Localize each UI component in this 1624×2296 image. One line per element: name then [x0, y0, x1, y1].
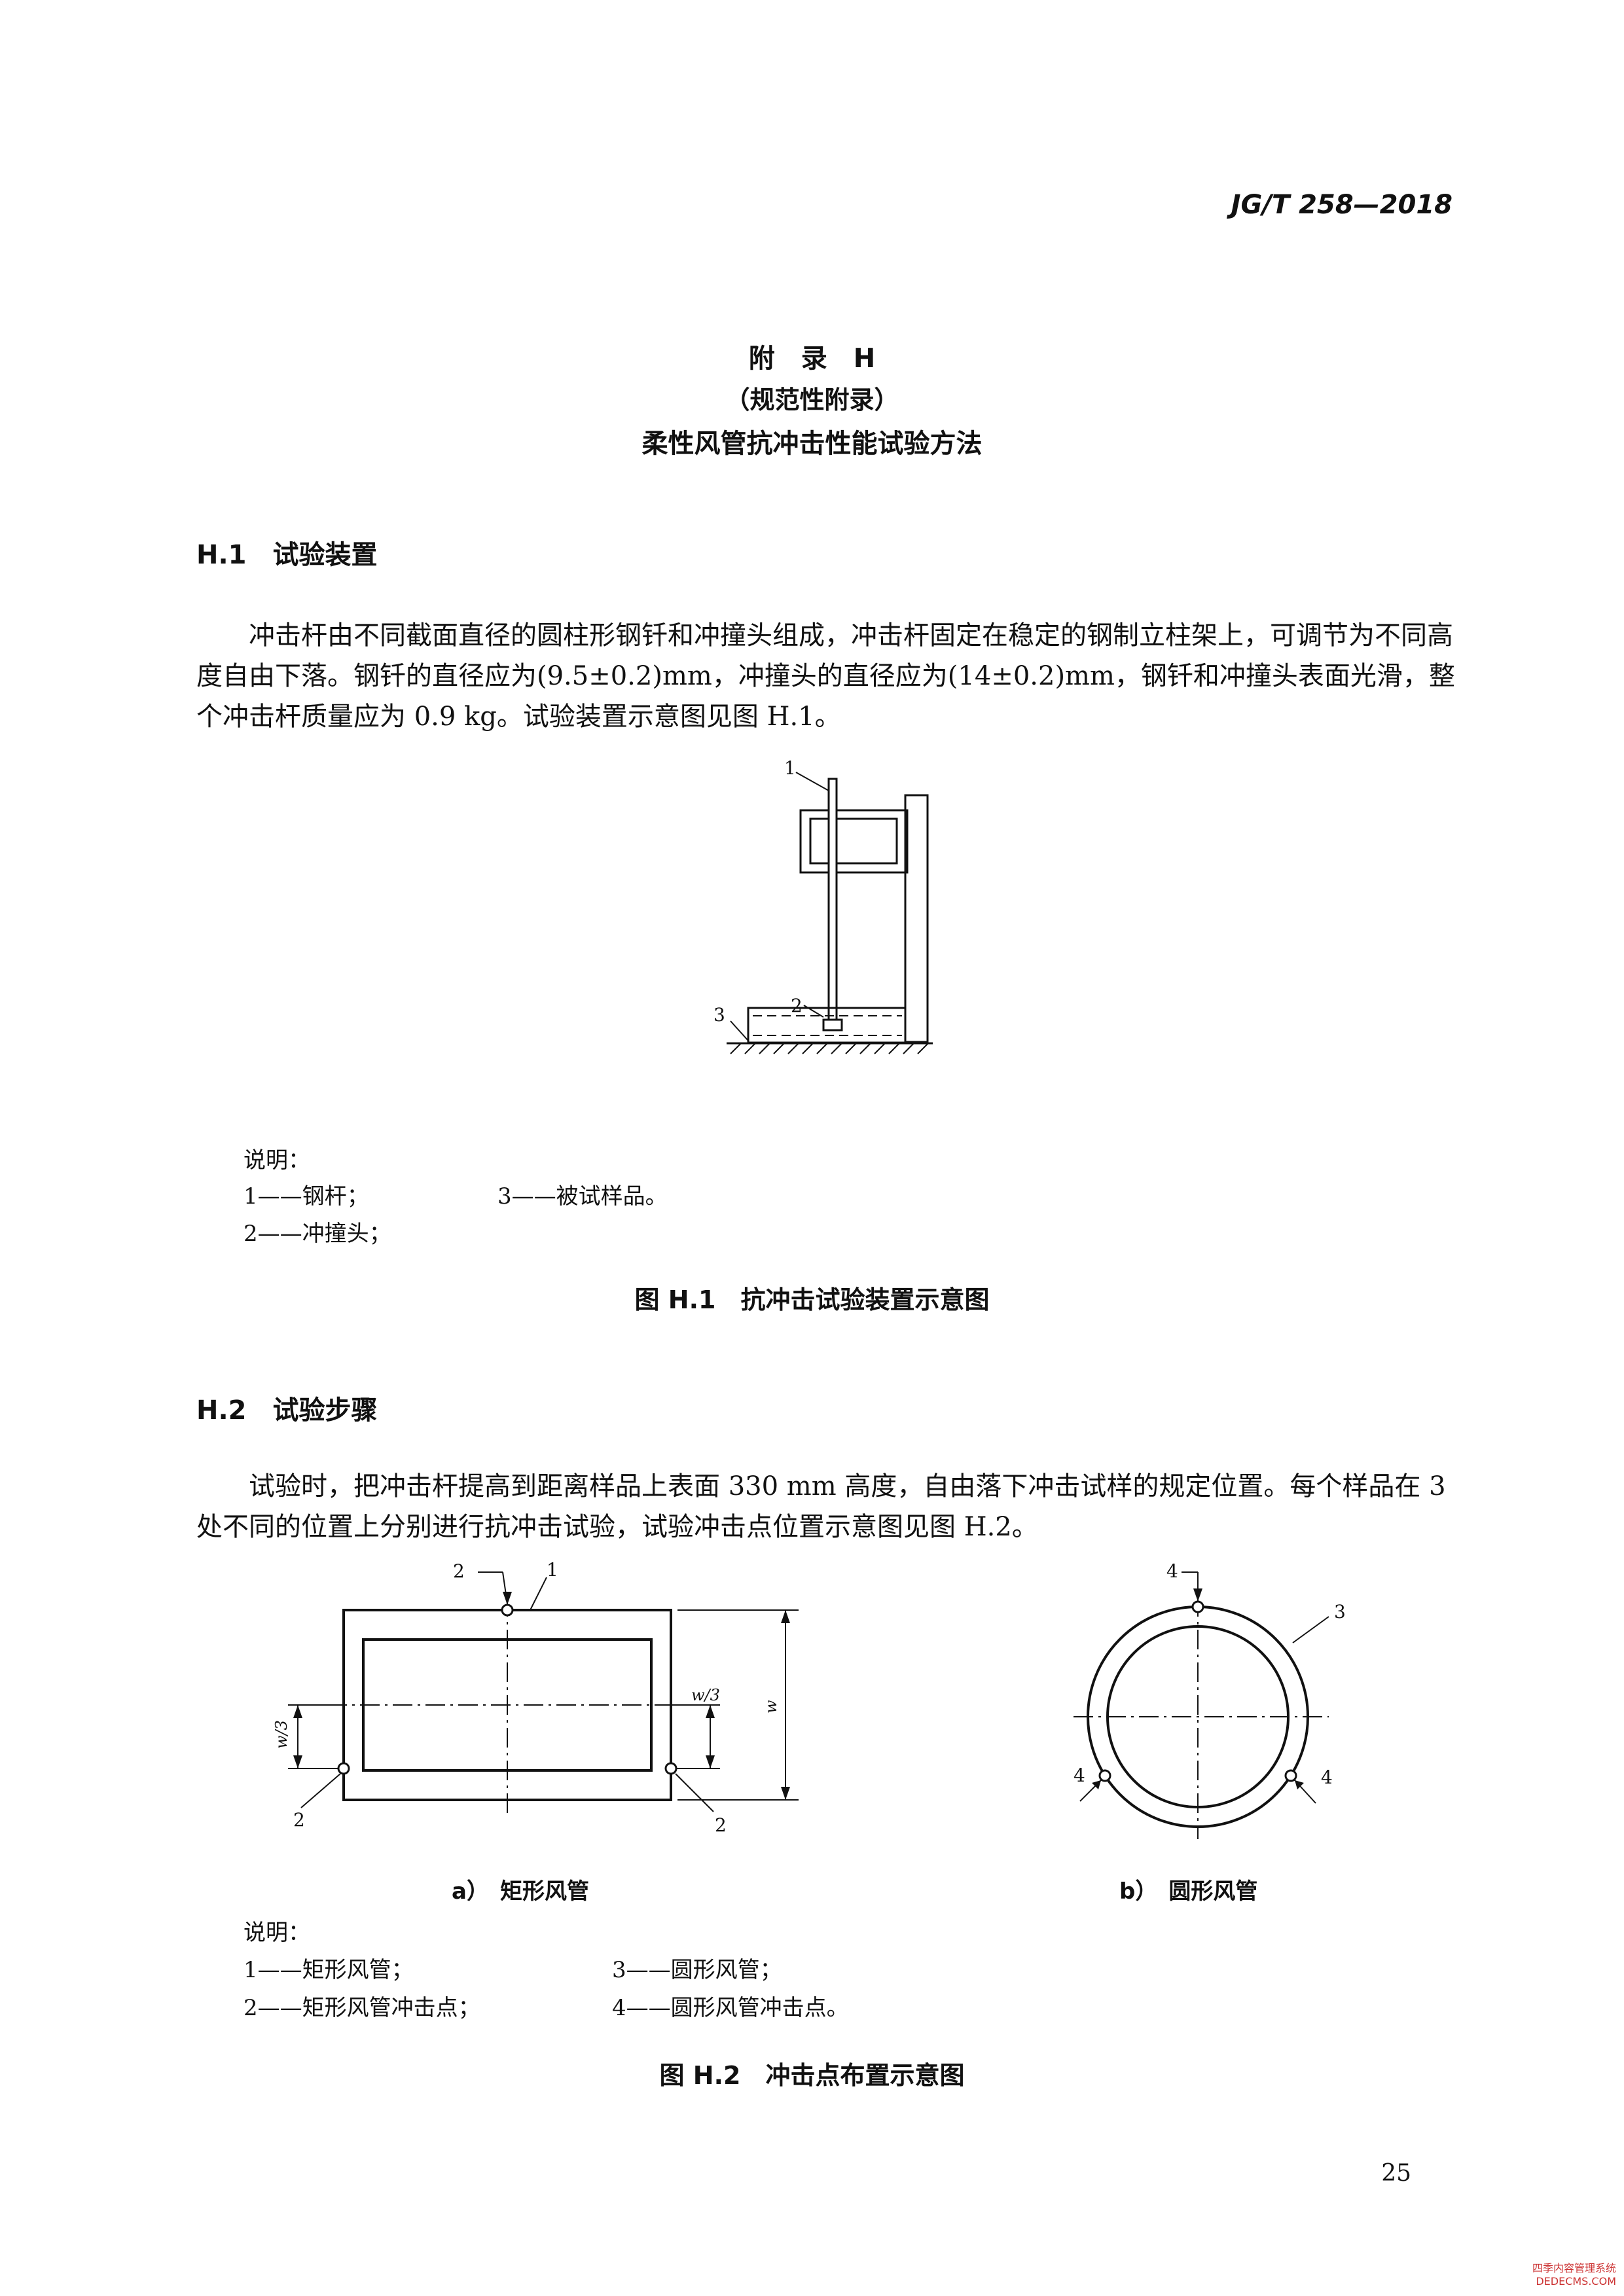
rect-label-w-third-left: w/3: [272, 1720, 291, 1749]
rect-label-w: w: [762, 1700, 780, 1713]
impact-head: [822, 1018, 843, 1031]
round-impact-point-top: [1191, 1600, 1204, 1613]
round-label-top-point: 4: [1166, 1560, 1178, 1582]
holder-frame-inner: [809, 817, 898, 865]
rect-label-left-point: 2: [293, 1809, 305, 1831]
figure2-legend-item-3: 3——圆形风管；: [612, 1957, 782, 1983]
figure2-legend-item-4: 4——圆形风管冲击点。: [612, 1995, 849, 2021]
section-h1-heading: H.1 试验装置: [196, 540, 378, 570]
figure1-legend-item-1: 1——钢杆；: [244, 1183, 369, 1210]
rect-label-top-point: 2: [453, 1560, 465, 1582]
appendix-title: 附 录 H: [748, 344, 876, 374]
round-label-left-point: 4: [1074, 1765, 1085, 1786]
steel-rod: [827, 778, 838, 1022]
watermark: 四季内容管理系统 DEDECMS.COM: [1532, 2262, 1616, 2288]
impact-apparatus-diagram: 1 2 3: [713, 757, 933, 1054]
holder-frame-outer: [799, 809, 909, 874]
standard-code: JG/T 258—2018: [1231, 190, 1453, 220]
section-h2-heading: H.2 试验步骤: [196, 1395, 378, 1426]
round-label-duct: 3: [1334, 1601, 1346, 1623]
figure2-legend-item-1: 1——矩形风管；: [244, 1957, 414, 1983]
watermark-line-1: 四季内容管理系统: [1532, 2262, 1616, 2274]
sub-caption-round: b） 圆形风管: [1119, 1878, 1258, 1905]
rect-impact-point-left: [337, 1762, 350, 1775]
round-duct-diagram: 4 3 4 4: [1074, 1560, 1346, 1839]
watermark-line-2: DEDECMS.COM: [1536, 2275, 1616, 2287]
rect-label-right-point: 2: [715, 1814, 727, 1836]
figure1-legend-item-2: 2——冲撞头；: [244, 1221, 391, 1247]
figure1-caption: 图 H.1 抗冲击试验装置示意图: [634, 1285, 990, 1314]
label-3: 3: [713, 1004, 725, 1026]
rectangular-duct-diagram: 2 1 2 2 w/3 w/3 w: [272, 1559, 799, 1836]
figure2-legend-item-2: 2——矩形风管冲击点；: [244, 1995, 480, 2021]
figure2-legend-heading: 说明：: [244, 1920, 310, 1946]
ground-hatch: [730, 1043, 929, 1054]
page-number: 25: [1381, 2160, 1411, 2187]
rect-label-duct: 1: [547, 1559, 558, 1581]
rect-impact-point-top: [501, 1604, 514, 1617]
sub-caption-rect: a） 矩形风管: [452, 1878, 589, 1905]
round-label-right-point: 4: [1321, 1767, 1333, 1788]
appendix-name: 柔性风管抗冲击性能试验方法: [641, 429, 983, 459]
round-impact-point-right: [1284, 1769, 1297, 1782]
rect-impact-point-right: [664, 1762, 677, 1775]
round-impact-point-left: [1098, 1769, 1111, 1782]
rect-label-w-third-right: w/3: [691, 1686, 720, 1704]
steel-column: [904, 794, 929, 1043]
figure2-caption: 图 H.2 冲击点布置示意图: [659, 2061, 965, 2090]
appendix-subtitle: （规范性附录）: [725, 386, 899, 414]
section-h2-paragraph: 试验时，把冲击杆提高到距离样品上表面 330 mm 高度，自由落下冲击试样的规定…: [196, 1471, 1446, 1542]
label-2: 2: [791, 995, 803, 1016]
figure1-legend-heading: 说明：: [244, 1147, 310, 1174]
section-h1-paragraph: 冲击杆由不同截面直径的圆柱形钢钎和冲撞头组成，冲击杆固定在稳定的钢制立柱架上，可…: [196, 620, 1455, 732]
figure1-legend-item-3: 3——被试样品。: [497, 1183, 668, 1210]
label-1: 1: [784, 757, 796, 779]
